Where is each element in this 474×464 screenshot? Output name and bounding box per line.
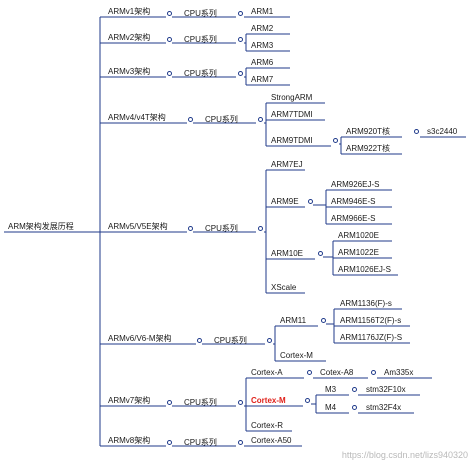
connector-dot [352,387,357,392]
connector-dot [414,129,419,134]
cpu-arm7ej: ARM7EJ [271,160,303,169]
arch-armv7: ARMv7架构 [108,396,151,405]
cpu-arm9e: ARM9E [271,197,299,206]
core-arm926ej-s: ARM926EJ-S [331,180,380,189]
core-arm946e-s: ARM946E-S [331,197,376,206]
arch-armv2: ARMv2架构 [108,33,151,42]
connector-dot [197,338,202,343]
cpu-strongarm: StrongARM [271,93,313,102]
connector-dot [307,370,312,375]
connector-dot [167,400,172,405]
cpu-cortex-a50: Cortex-A50 [251,436,292,445]
watermark: https://blog.csdn.net/lizs940320 [341,450,468,460]
core-arm1020e: ARM1020E [338,231,379,240]
cpu-arm10e: ARM10E [271,249,304,258]
connector-dot [267,338,272,343]
connector-dot [371,370,376,375]
series-armv8: CPU系列 [184,438,217,447]
arch-armv5: ARMv5/V5E架构 [108,222,168,231]
core-arm920t: ARM920T核 [346,127,391,136]
core-arm966e-s: ARM966E-S [331,214,376,223]
cpu-arm3: ARM3 [251,41,274,50]
series-armv5: CPU系列 [205,224,238,233]
connector-dot [167,71,172,76]
chip-s3c2440: s3c2440 [427,127,458,136]
core-m3: M3 [325,385,337,394]
connector-dot [305,398,310,403]
series-armv6: CPU系列 [214,336,247,345]
cpu-arm2: ARM2 [251,24,274,33]
series-armv7: CPU系列 [184,398,217,407]
cpu-arm1: ARM1 [251,7,274,16]
connector-dot [333,138,338,143]
arch-armv8: ARMv8架构 [108,436,151,445]
connector-dot [167,11,172,16]
connector-dot [352,405,357,410]
connector-dot [188,226,193,231]
cpu-arm9tdmi: ARM9TDMI [271,136,313,145]
series-armv4: CPU系列 [205,115,238,124]
cpu-cortex-m-v6: Cortex-M [280,351,313,360]
core-arm1026ej-s: ARM1026EJ-S [338,265,391,274]
connector-dot [238,37,243,42]
connector-dot [238,71,243,76]
cpu-arm7: ARM7 [251,75,274,84]
connector-dot [238,440,243,445]
chip-stm32f10x: stm32F10x [366,385,406,394]
connector-dot [188,117,193,122]
series-armv1: CPU系列 [184,9,217,18]
arch-armv6: ARMv6/V6-M架构 [108,334,172,343]
cpu-cortex-m-highlighted: Cortex-M [251,396,286,405]
connector-dot [318,251,323,256]
connector-dot [167,37,172,42]
cpu-xscale: XScale [271,283,297,292]
series-armv2: CPU系列 [184,35,217,44]
connector-dot [167,440,172,445]
connector-dot [258,226,263,231]
connector-dot [238,400,243,405]
chip-stm32f4x: stm32F4x [366,403,402,412]
core-m4: M4 [325,403,337,412]
connector-dot [258,117,263,122]
cpu-arm6: ARM6 [251,58,274,67]
cpu-cortex-r: Cortex-R [251,421,284,430]
series-armv3: CPU系列 [184,69,217,78]
cpu-cortex-a: Cortex-A [251,368,283,377]
core-cotex-a8: Cotex-A8 [320,368,354,377]
arch-armv4: ARMv4/v4T架构 [108,113,166,122]
cpu-arm11: ARM11 [280,316,307,325]
root-node: ARM架构发展历程 [8,222,74,231]
connector-dot [321,318,326,323]
arch-armv1: ARMv1架构 [108,7,151,16]
connector-dot [238,11,243,16]
connector-dot [308,199,313,204]
core-arm1176jz: ARM1176JZ(F)-S [340,333,403,342]
chip-am335x: Am335x [384,368,414,377]
cpu-arm7tdmi: ARM7TDMI [271,110,313,119]
arch-armv3: ARMv3架构 [108,67,151,76]
core-arm1022e: ARM1022E [338,248,379,257]
core-arm1156t2: ARM1156T2(F)-s [340,316,402,325]
core-arm922t: ARM922T核 [346,144,391,153]
core-arm1136: ARM1136(F)-s [340,299,392,308]
